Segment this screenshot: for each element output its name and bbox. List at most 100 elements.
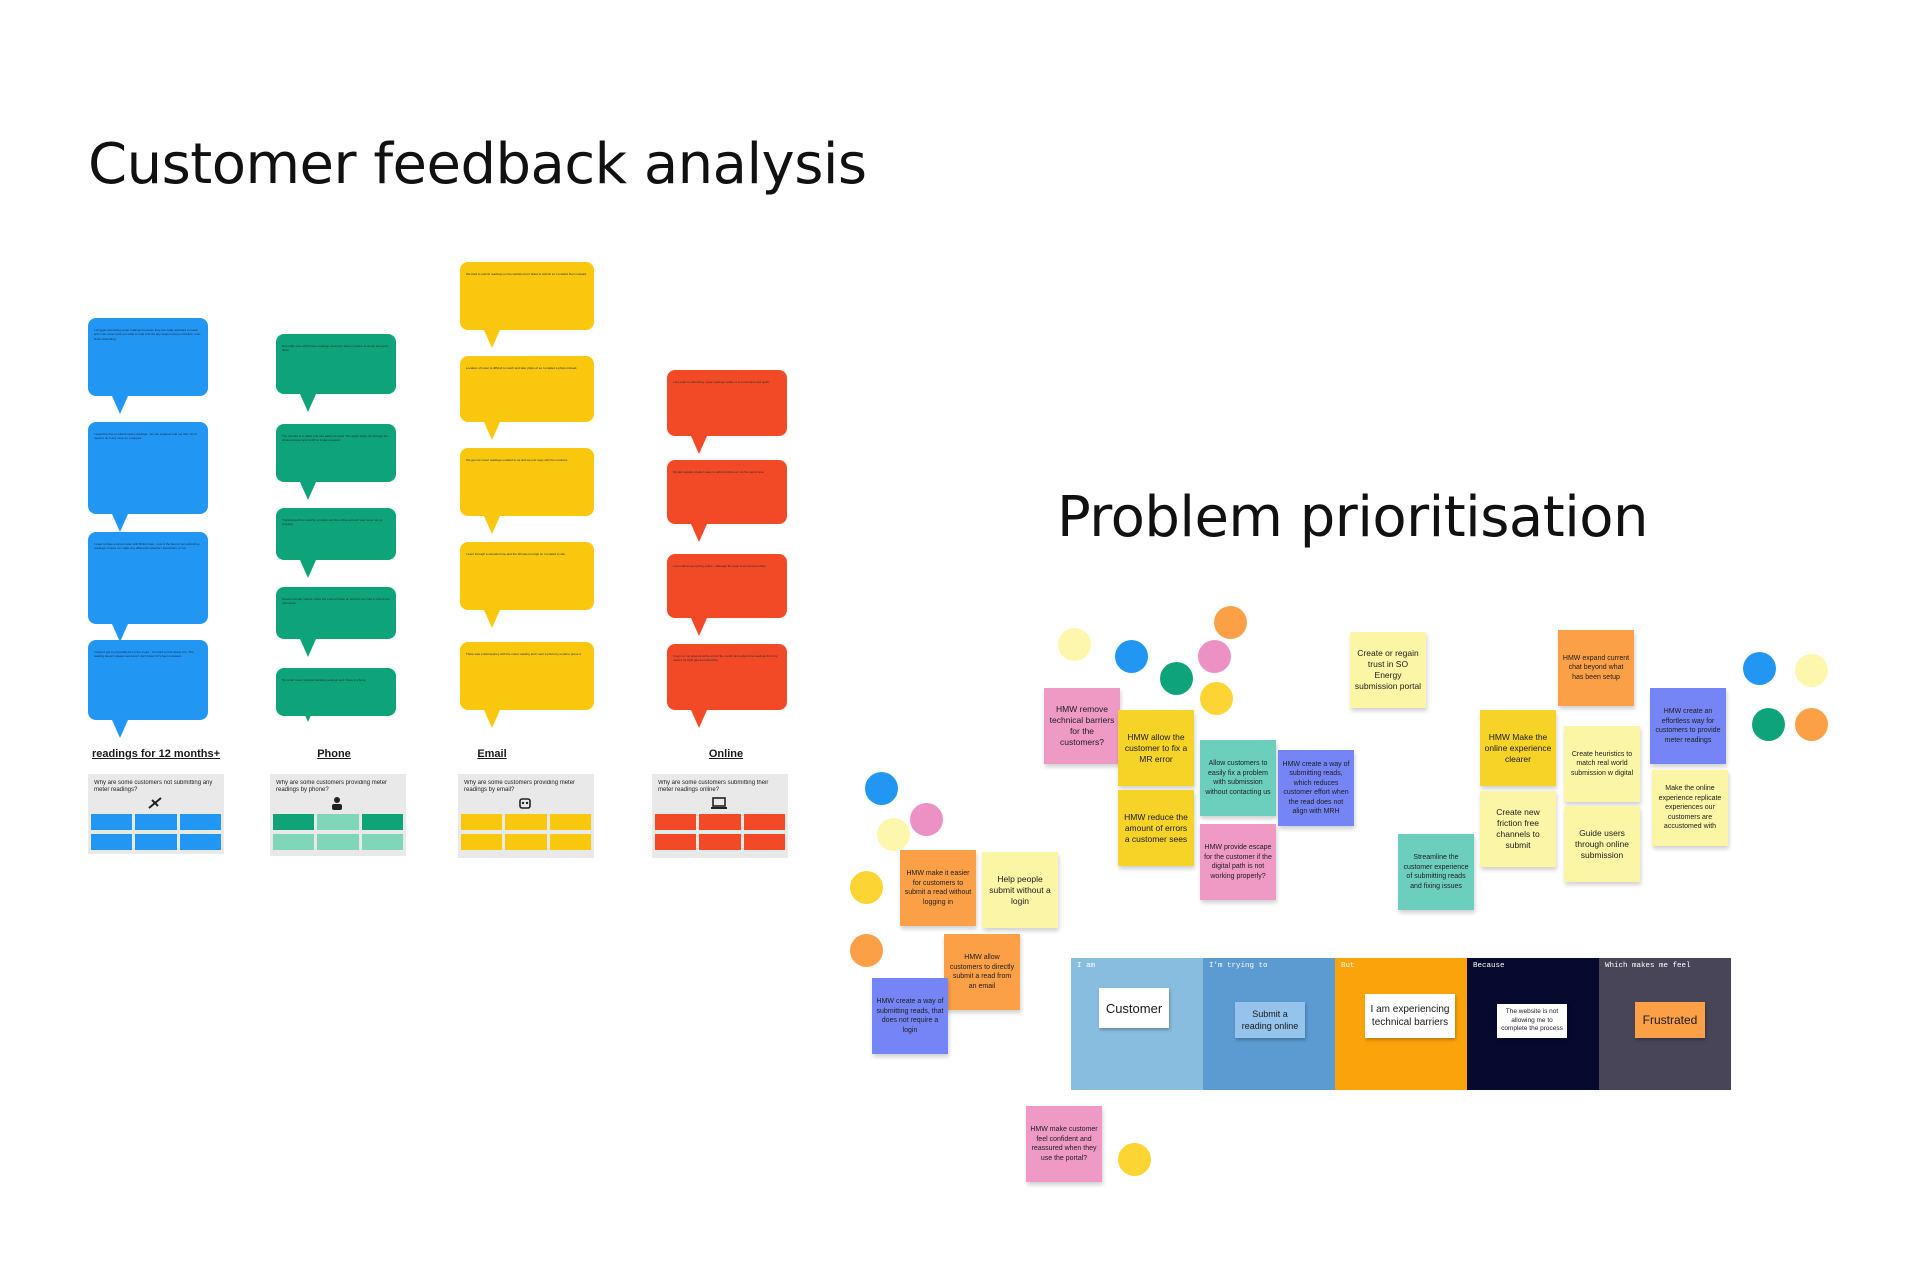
sticky-note[interactable]: HMW allow customers to directly submit a…: [944, 934, 1020, 1010]
sticky-note[interactable]: Create heuristics to match real world su…: [1564, 726, 1640, 802]
doc-question: Why are some customers not submitting an…: [94, 780, 213, 793]
title-problem-prioritisation: Problem prioritisation: [1057, 485, 1649, 550]
journey-header: Because: [1473, 962, 1505, 970]
journey-card[interactable]: Customer: [1099, 988, 1169, 1028]
column-label-12-months: readings for 12 months+: [91, 748, 221, 760]
doc-question: Why are some customers providing meter r…: [276, 780, 388, 793]
feedback-bubble[interactable]: Would normally submit online but I did n…: [276, 587, 396, 639]
bubble-tail: [484, 330, 500, 348]
feedback-bubble[interactable]: Not really sure what these readings mean…: [276, 334, 396, 394]
voting-dot[interactable]: [850, 871, 883, 904]
sticky-note[interactable]: HMW make it easier for customers to subm…: [900, 850, 976, 926]
doc-question: Why are some customers submitting their …: [658, 780, 769, 793]
sticky-note[interactable]: Streamline the customer experience of su…: [1398, 834, 1474, 910]
sticky-note[interactable]: HMW expand current chat beyond what has …: [1558, 630, 1634, 706]
sticky-note[interactable]: HMW allow the customer to fix a MR error: [1118, 710, 1194, 786]
research-doc-thumbnail[interactable]: Why are some customers providing meter r…: [458, 774, 594, 858]
journey-column-i-am: I am Customer: [1071, 958, 1203, 1090]
journey-card[interactable]: The website is not allowing me to comple…: [1497, 1004, 1567, 1038]
feedback-bubble[interactable]: I haven't got to physically be on the me…: [88, 640, 208, 720]
column-label-online: Online: [708, 748, 744, 760]
sticky-note[interactable]: Guide users through online submission: [1564, 806, 1640, 882]
doc-question: Why are some customers providing meter r…: [464, 780, 576, 793]
sticky-note[interactable]: HMW make customer feel confident and rea…: [1026, 1106, 1102, 1182]
voting-dot[interactable]: [910, 803, 943, 836]
sticky-note[interactable]: HMW reduce the amount of errors a custom…: [1118, 790, 1194, 866]
feedback-bubble[interactable]: I went through a stressful time and the …: [460, 542, 594, 610]
sticky-note[interactable]: Allow customers to easily fix a problem …: [1200, 740, 1276, 816]
research-doc-thumbnail[interactable]: Why are some customers submitting their …: [652, 774, 788, 858]
bubble-tail: [300, 482, 316, 500]
bubble-tail: [300, 704, 316, 722]
voting-dot[interactable]: [1160, 662, 1193, 695]
journey-header: I'm trying to: [1209, 962, 1268, 970]
bubble-tail: [484, 710, 500, 728]
journey-header: Which makes me feel: [1605, 962, 1691, 970]
sticky-note[interactable]: HMW create a way of submitting reads, th…: [872, 978, 948, 1054]
sticky-note[interactable]: Create or regain trust in SO Energy subm…: [1350, 632, 1426, 708]
voting-dot[interactable]: [1200, 682, 1233, 715]
voting-dot[interactable]: [1752, 708, 1785, 741]
sticky-note[interactable]: HMW create a way of submitting reads, wh…: [1278, 750, 1354, 826]
journey-card[interactable]: Submit a reading online: [1235, 1002, 1305, 1038]
feedback-bubble[interactable]: We tried to submit readings on the websi…: [460, 262, 594, 330]
bubble-tail: [300, 639, 316, 657]
title-customer-feedback-analysis: Customer feedback analysis: [88, 132, 867, 197]
feedback-bubble[interactable]: My smart meter stopped sending readings …: [276, 668, 396, 716]
research-doc-thumbnail[interactable]: Why are some customers providing meter r…: [270, 774, 406, 856]
feedback-bubble[interactable]: I would be fine to submit meter readings…: [88, 422, 208, 514]
bubble-tail: [112, 514, 128, 532]
feedback-bubble[interactable]: We get our meter readings emailed to us …: [460, 448, 594, 516]
sticky-note[interactable]: HMW provide escape for the customer if t…: [1200, 824, 1276, 900]
feedback-bubble[interactable]: The number is in place and can easily be…: [276, 424, 396, 482]
voting-dot[interactable]: [865, 772, 898, 805]
journey-card[interactable]: I am experiencing technical barriers: [1365, 994, 1455, 1038]
journey-column-feel: Which makes me feel Frustrated: [1599, 958, 1731, 1090]
robot-icon: [519, 798, 531, 809]
voting-dot[interactable]: [1118, 1143, 1151, 1176]
voting-dot[interactable]: [877, 818, 910, 851]
feedback-bubble[interactable]: Location of meter is difficult to reach …: [460, 356, 594, 422]
voting-dot[interactable]: [1214, 606, 1247, 639]
bubble-tail: [112, 396, 128, 414]
voting-dot[interactable]: [1198, 640, 1231, 673]
column-label-email: Email: [477, 748, 507, 760]
sticky-note[interactable]: Help people submit without a login: [982, 852, 1058, 928]
journey-header: But: [1341, 962, 1355, 970]
sticky-note[interactable]: HMW Make the online experience clearer: [1480, 710, 1556, 786]
feedback-bubble[interactable]: I am used to submitting meter readings o…: [667, 370, 787, 436]
voting-dot[interactable]: [1058, 628, 1091, 661]
feedback-bubble[interactable]: I struggle submitting meter readings bec…: [88, 318, 208, 396]
voting-dot[interactable]: [1795, 708, 1828, 741]
research-doc-thumbnail[interactable]: Why are some customers not submitting an…: [88, 774, 224, 854]
journey-card[interactable]: Frustrated: [1635, 1002, 1705, 1038]
feedback-bubble[interactable]: I can submit everything online - althoug…: [667, 554, 787, 618]
journey-column-trying-to: I'm trying to Submit a reading online: [1203, 958, 1335, 1090]
column-label-phone: Phone: [317, 748, 351, 760]
bubble-tail: [691, 618, 707, 636]
voting-dot[interactable]: [850, 934, 883, 967]
person-icon: [332, 797, 342, 810]
bubble-tail: [112, 720, 128, 738]
problem-statement-strip: I am Customer I'm trying to Submit a rea…: [1071, 958, 1731, 1090]
sticky-note[interactable]: HMW create an effortless way for custome…: [1650, 688, 1726, 764]
feedback-bubble[interactable]: I used to have a smart meter with Britis…: [88, 532, 208, 624]
feedback-bubble[interactable]: My last supplier made it easy to submit …: [667, 460, 787, 524]
feedback-bubble[interactable]: Transitioned from another provider and t…: [276, 508, 396, 560]
bubble-tail: [691, 710, 707, 728]
bubble-tail: [300, 394, 316, 412]
journey-column-because: Because The website is not allowing me t…: [1467, 958, 1599, 1090]
plug-icon: [148, 797, 162, 809]
sticky-note[interactable]: Make the online experience replicate exp…: [1652, 770, 1728, 846]
voting-dot[interactable]: [1743, 652, 1776, 685]
feedback-bubble[interactable]: There was a discrepancy with the meter r…: [460, 642, 594, 710]
feedback-bubble[interactable]: I log in to my account at the end of the…: [667, 644, 787, 710]
journey-header: I am: [1077, 962, 1096, 970]
voting-dot[interactable]: [1795, 654, 1828, 687]
sticky-note[interactable]: HMW remove technical barriers for the cu…: [1044, 688, 1120, 764]
sticky-note[interactable]: Create new friction free channels to sub…: [1480, 791, 1556, 867]
voting-dot[interactable]: [1115, 640, 1148, 673]
bubble-tail: [484, 516, 500, 534]
bubble-tail: [691, 524, 707, 542]
laptop-icon: [711, 797, 727, 809]
